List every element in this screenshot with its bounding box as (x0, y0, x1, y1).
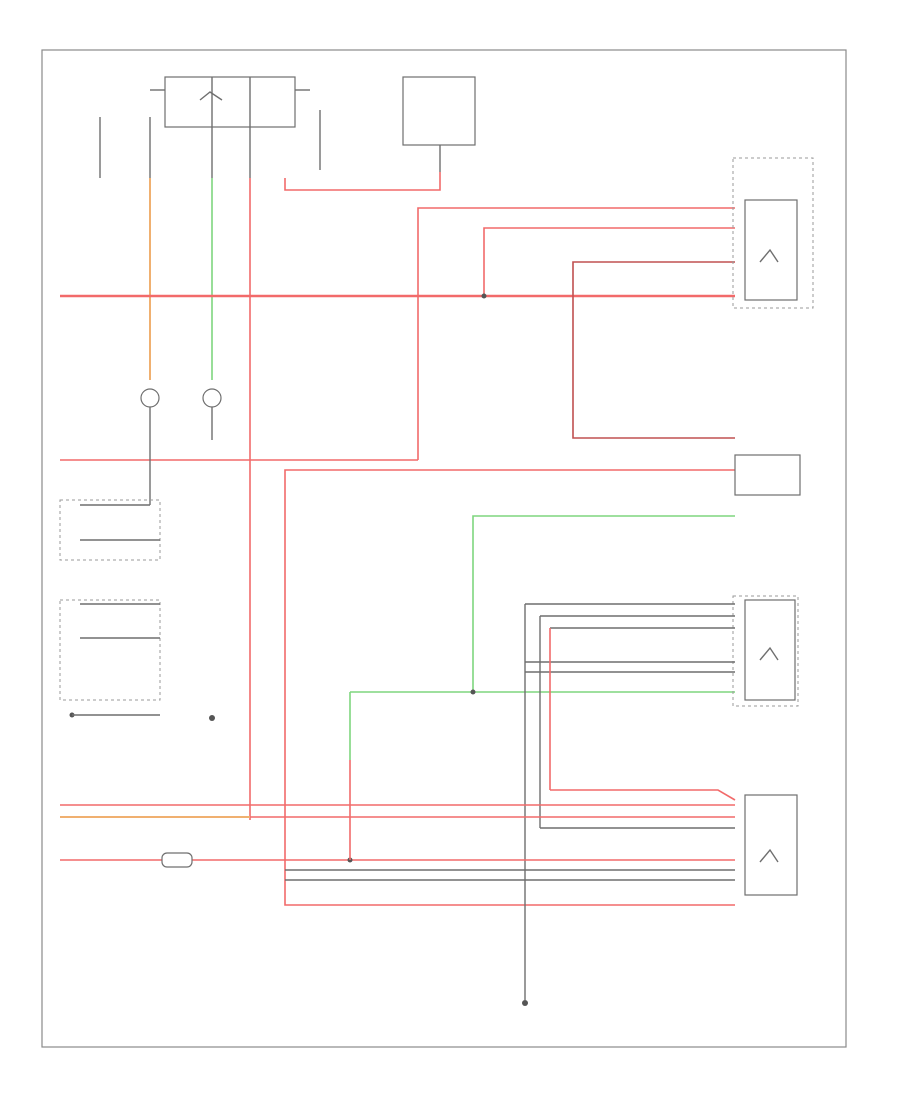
ground-2 (209, 715, 215, 721)
wire-red-to-relay1-top (417, 207, 735, 460)
relay3-outline (732, 595, 799, 707)
switch-box (164, 76, 296, 128)
relay4-contact (759, 848, 779, 863)
relay-1 (744, 199, 798, 301)
left-switch-2 (59, 599, 161, 701)
relay3-contact (759, 646, 779, 661)
wire-red-relay1-second (483, 227, 735, 296)
relay1-outline (732, 157, 814, 309)
junction-green (470, 689, 476, 695)
wire-green-right (472, 515, 735, 692)
relay-4 (744, 794, 798, 896)
wire-module-red (284, 172, 441, 191)
lamp-2 (202, 388, 222, 408)
relay-3 (744, 599, 796, 701)
lamp-1 (140, 388, 160, 408)
switch-contact (199, 91, 223, 101)
fuse-element (161, 852, 193, 868)
wire-red-long-loop (284, 469, 735, 906)
diagram-frame (41, 49, 847, 1048)
relay1-contact (759, 248, 779, 263)
module-box (402, 76, 476, 146)
ground-bottom (522, 1000, 528, 1006)
relay-2 (734, 454, 801, 496)
junction-red-bus (481, 293, 487, 299)
wire-relay1-loop (572, 261, 735, 439)
wire-red-relay4 (550, 789, 736, 801)
left-switch-1 (59, 499, 161, 561)
